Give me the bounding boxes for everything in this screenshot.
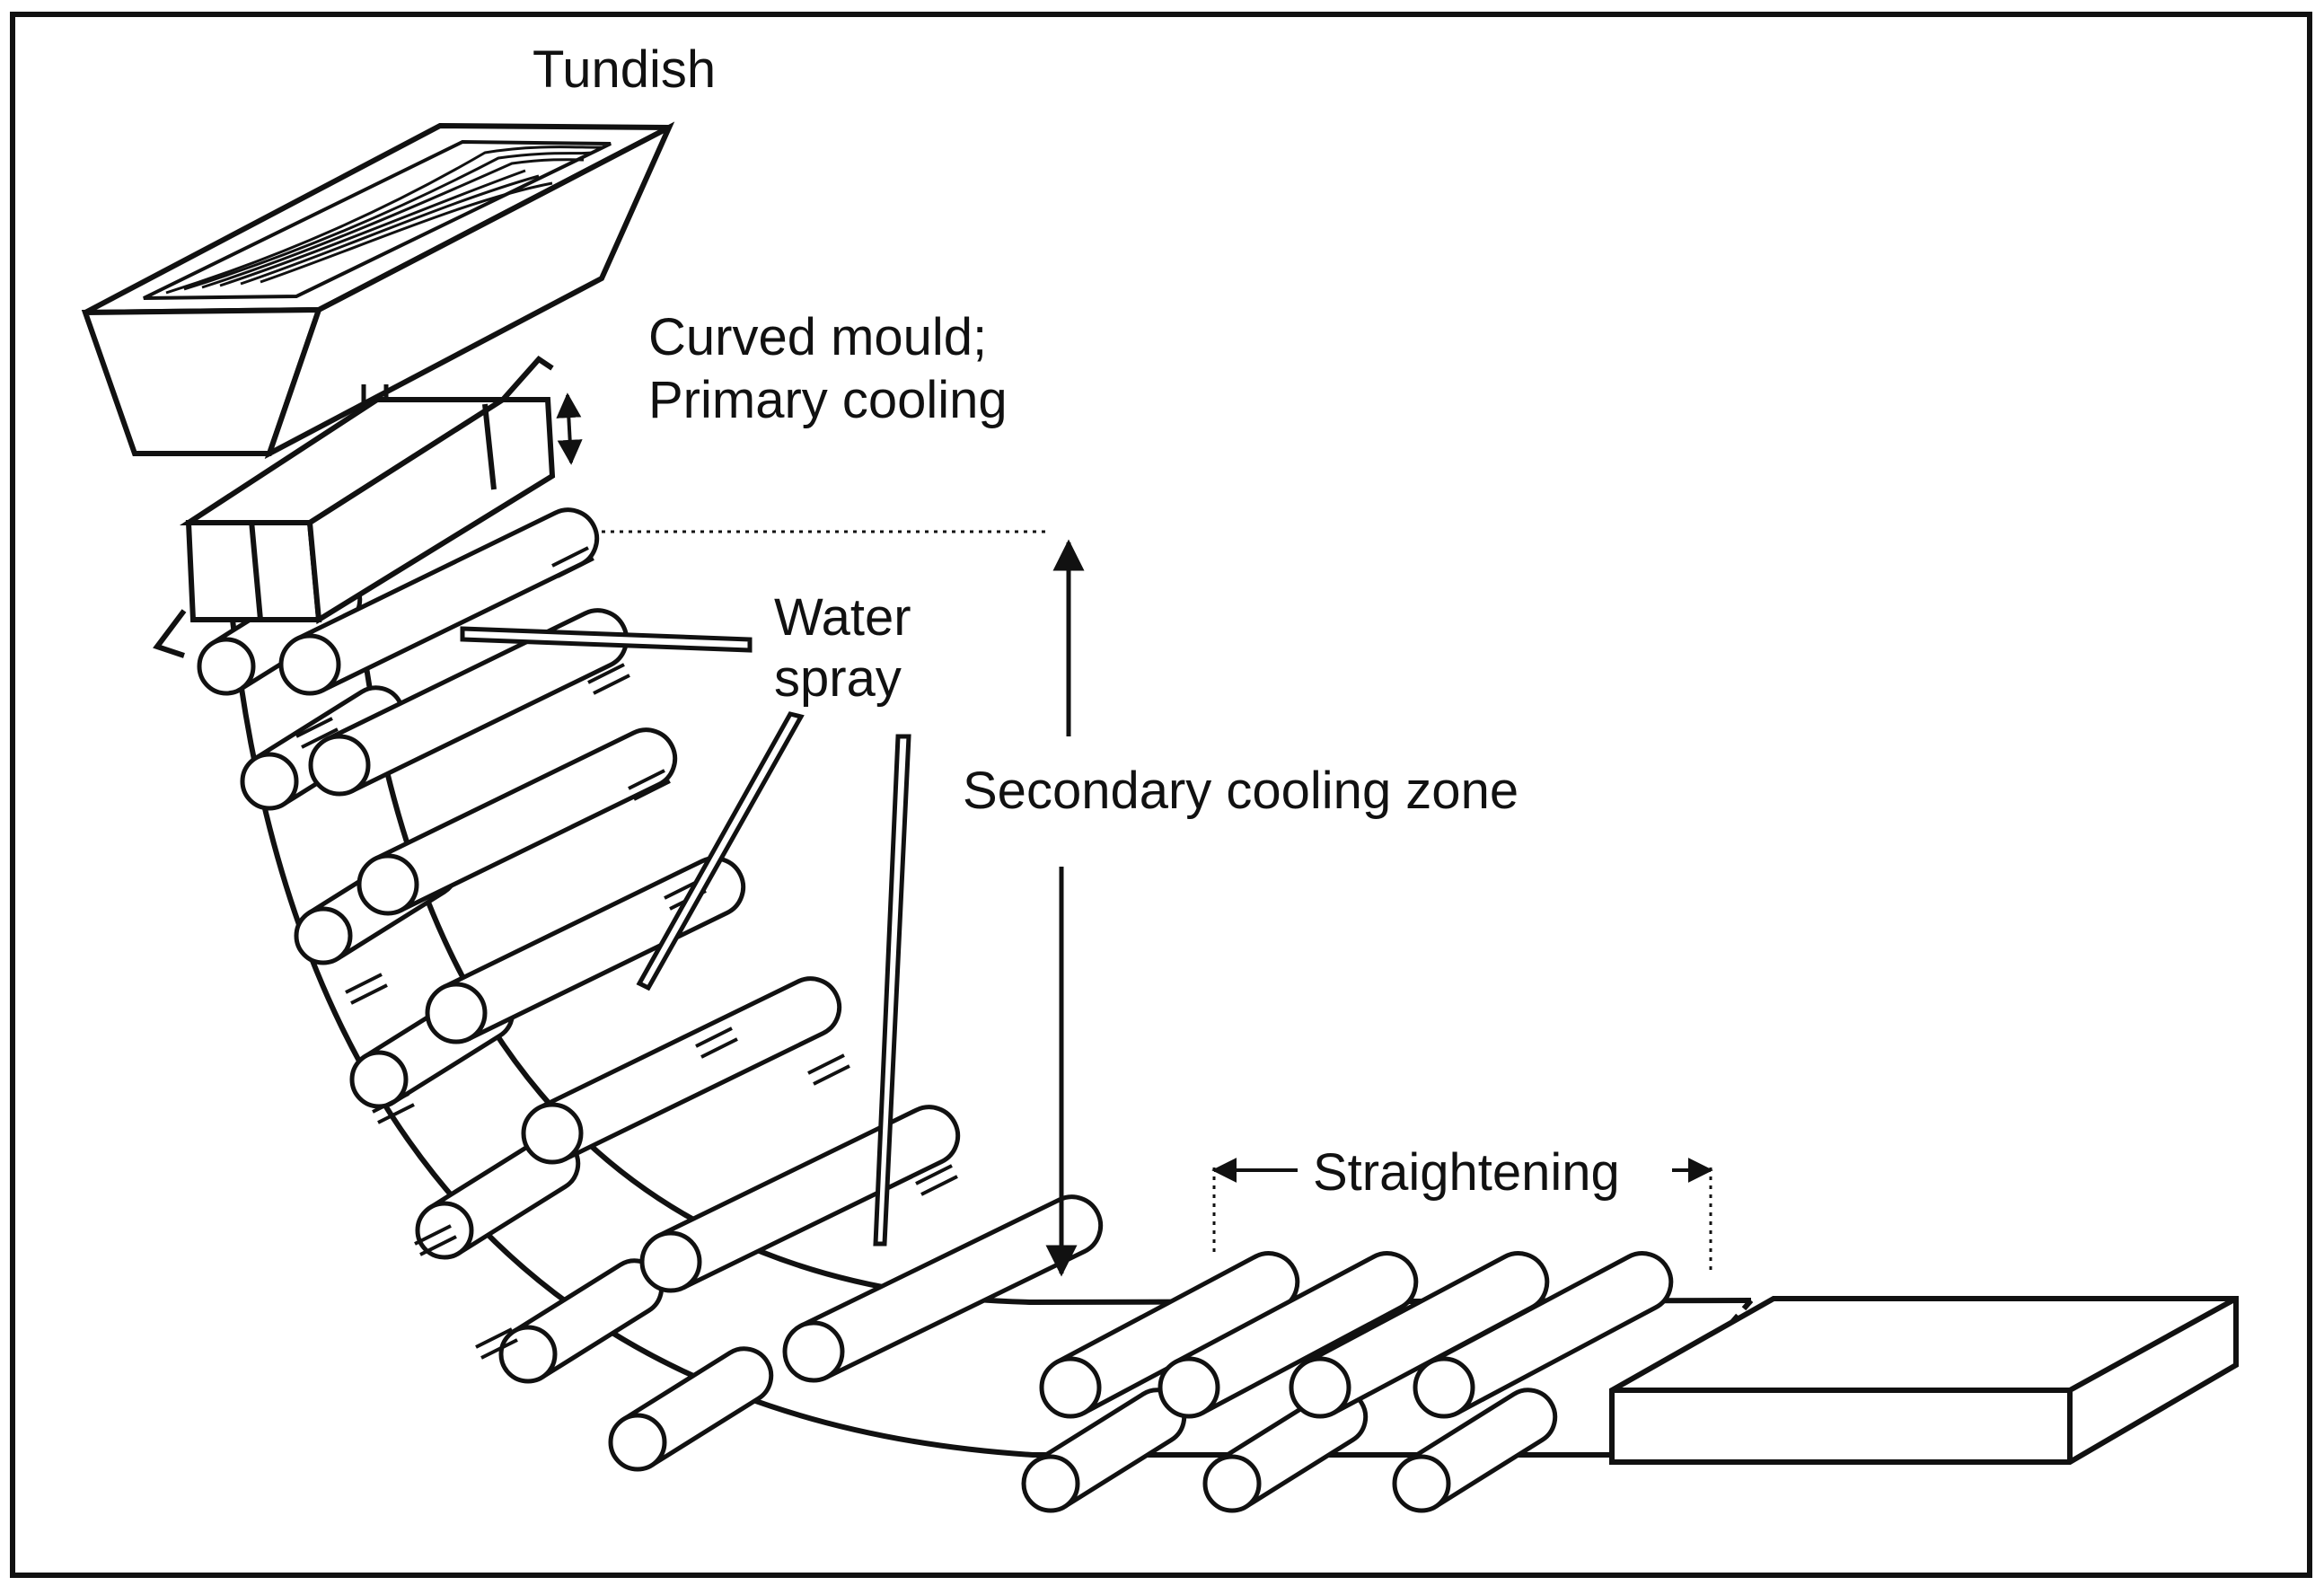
tundish-vessel (81, 121, 675, 460)
front-roller-3 (357, 727, 678, 916)
support-rollers (197, 507, 1674, 1513)
label-water-line2: spray (774, 649, 902, 708)
spray-nozzles (295, 546, 958, 1360)
spray-nozzle-1 (551, 546, 594, 578)
spray-nozzle-8 (295, 717, 339, 749)
figure-frame (10, 12, 2312, 1578)
back-roller-8 (1021, 1388, 1186, 1513)
front-roller-9 (1158, 1251, 1419, 1419)
spray-nozzle-6 (807, 1053, 850, 1086)
mould-oscillation-arrow (556, 392, 583, 465)
label-mould-line2: Primary cooling (648, 371, 1008, 429)
curved-mould (153, 356, 556, 658)
label-water-line1: Water (774, 588, 911, 647)
label-tundish: Tundish (533, 40, 716, 99)
spray-nozzle-11 (414, 1224, 457, 1256)
label-straightening: Straightening (1313, 1143, 1620, 1202)
front-roller-2 (308, 608, 629, 797)
label-mould-line1: Curved mould; (648, 308, 987, 366)
spray-nozzle-7 (915, 1164, 958, 1196)
back-roller-9 (1202, 1388, 1368, 1513)
spray-nozzle-5 (695, 1026, 738, 1059)
front-roller-7 (782, 1194, 1103, 1383)
front-roller-10 (1289, 1251, 1550, 1419)
spray-nozzle-10 (372, 1092, 415, 1124)
back-roller-10 (1392, 1388, 1557, 1513)
front-roller-5 (521, 976, 841, 1165)
spray-nozzle-3 (628, 769, 671, 801)
spray-nozzle-9 (345, 973, 388, 1005)
front-roller-1 (278, 507, 600, 696)
front-roller-8 (1039, 1251, 1300, 1419)
front-roller-11 (1413, 1251, 1674, 1419)
label-secondary-cooling: Secondary cooling zone (963, 762, 1519, 820)
back-roller-7 (608, 1346, 773, 1472)
back-roller-6 (498, 1258, 664, 1384)
spray-nozzle-2 (587, 663, 630, 695)
output-slab (1609, 1296, 2239, 1465)
spray-nozzle-12 (475, 1327, 518, 1360)
water-spray-leaders (460, 626, 911, 1247)
